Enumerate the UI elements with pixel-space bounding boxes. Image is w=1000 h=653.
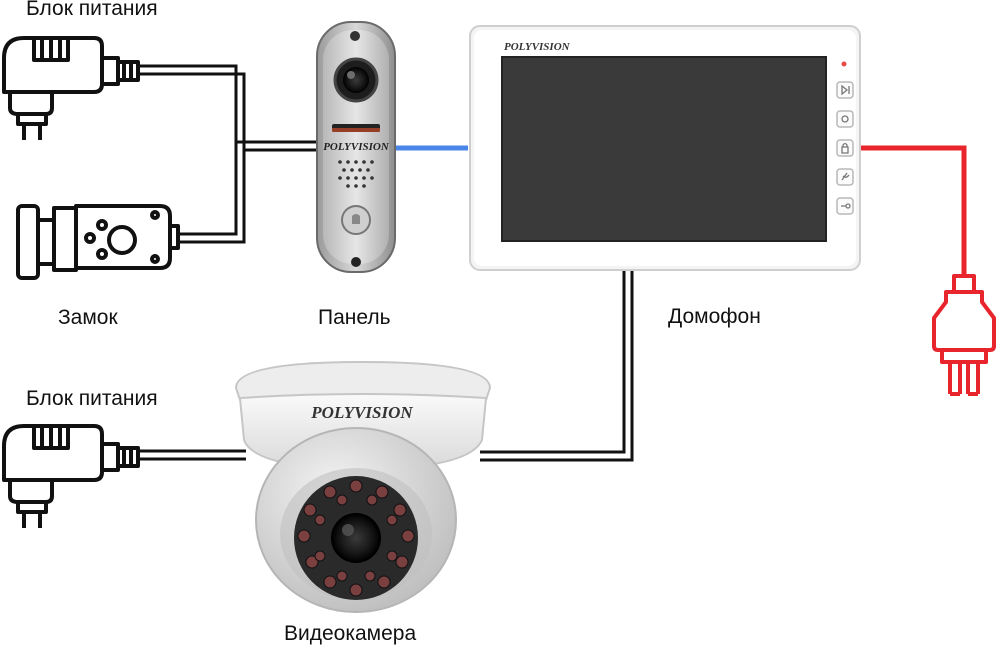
- key-icon: [841, 203, 851, 209]
- intercom-monitor: POLYVISION: [469, 25, 861, 271]
- intercom-label: Домофон: [668, 305, 761, 328]
- panel-speaker-grille: [338, 160, 374, 188]
- play-icon: [841, 84, 850, 96]
- monitor-buttons: [836, 81, 854, 215]
- camera-ir-leds: [297, 479, 415, 597]
- lock-wire: [176, 142, 246, 244]
- power-wire-bottom: [138, 449, 246, 461]
- camera-wire: [480, 270, 634, 462]
- camera-lens: [331, 513, 381, 563]
- dome-camera: POLYVISION: [234, 360, 492, 613]
- door-panel: POLYVISION: [316, 21, 396, 273]
- panel-label: Панель: [318, 306, 391, 329]
- monitor-brand-logo: POLYVISION: [504, 41, 571, 53]
- power-supply-bottom-icon: [2, 424, 140, 528]
- panel-brand-logo: POLYVISION: [323, 141, 390, 153]
- eye-icon: [841, 115, 849, 123]
- power-wire-top: [138, 64, 318, 152]
- mains-line: [860, 145, 967, 278]
- monitor-screen: [501, 56, 827, 242]
- lock-small-icon: [841, 142, 849, 154]
- handset-icon: [841, 172, 850, 181]
- power-supply-bottom-label: Блок питания: [26, 387, 158, 410]
- power-supply-top-label: Блок питания: [26, 0, 158, 20]
- lock-icon: [16, 204, 180, 280]
- wires: [138, 64, 967, 462]
- lock-label: Замок: [58, 306, 118, 329]
- camera-label: Видеокамера: [284, 622, 417, 645]
- power-supply-top-icon: [2, 36, 140, 140]
- mains-plug-icon: [932, 274, 996, 396]
- camera-brand-logo: POLYVISION: [310, 403, 413, 422]
